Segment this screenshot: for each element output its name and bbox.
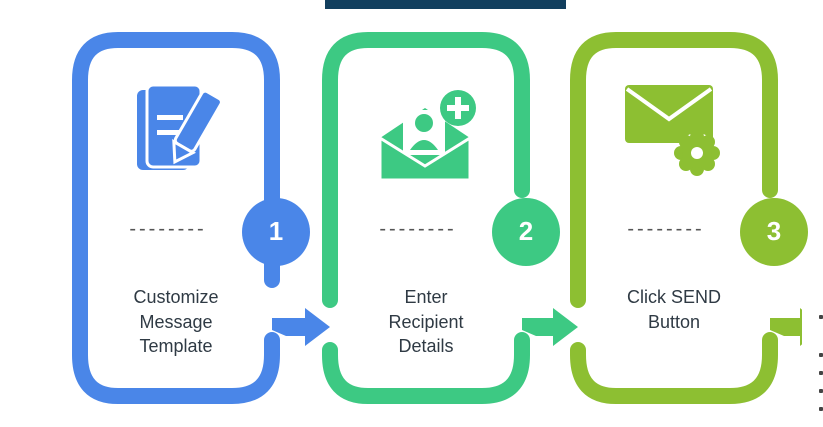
step-2-separator: -------- bbox=[379, 218, 457, 240]
envelope-settings-icon bbox=[625, 85, 720, 176]
envelope-add-user-icon bbox=[378, 90, 476, 182]
step-1-number-badge bbox=[242, 198, 310, 266]
step-1-number: 1 bbox=[268, 216, 284, 246]
step-3-number-badge bbox=[740, 198, 808, 266]
document-edit-icon bbox=[137, 85, 223, 170]
header-bar bbox=[325, 0, 566, 9]
step-3-separator: -------- bbox=[627, 218, 705, 240]
cropped-edge-content bbox=[802, 305, 823, 420]
step-1-label: Customize Message Template bbox=[133, 287, 219, 356]
step-2-label: Enter Recipient Details bbox=[388, 287, 464, 356]
step-2-number-badge bbox=[492, 198, 560, 266]
step-2-number: 2 bbox=[518, 216, 534, 246]
step-1-separator: -------- bbox=[129, 218, 207, 240]
step-3-label: Click SEND Button bbox=[626, 287, 721, 332]
step-3-number: 3 bbox=[766, 216, 782, 246]
